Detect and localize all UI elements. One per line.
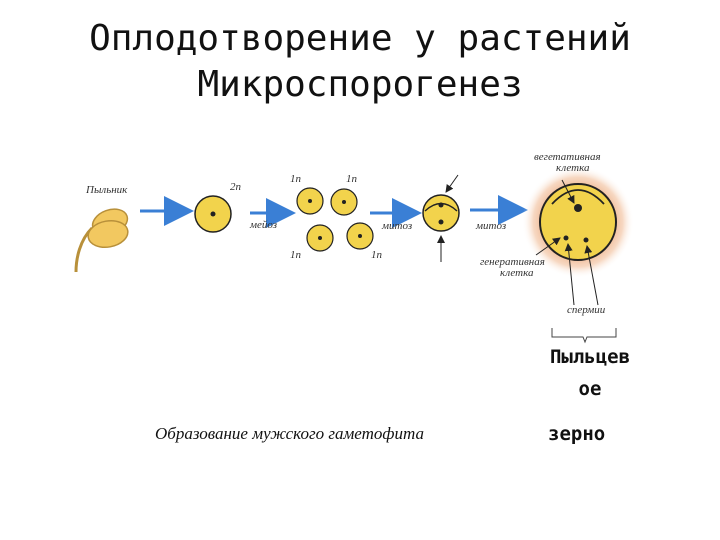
- generative-cell-label-1: генеративная: [480, 256, 545, 268]
- pollen-grain: [522, 166, 634, 306]
- dividing-microspore: [422, 174, 460, 262]
- anther-icon: [74, 208, 129, 273]
- sperm-label: спермии: [567, 304, 606, 316]
- anther-label: Пыльник: [86, 184, 128, 196]
- brace: [551, 328, 617, 344]
- haploid-label-top-left: 1n: [290, 173, 301, 185]
- diploid-cell: [194, 195, 232, 233]
- pollen-grain-word-2: ое: [578, 378, 602, 400]
- microspore-tetrad: [296, 187, 374, 252]
- vegetative-cell-label-1: вегетативная: [534, 151, 601, 163]
- haploid-label-top-right: 1n: [346, 173, 357, 185]
- diploid-label: 2n: [230, 181, 241, 193]
- title-line-1: Оплодотворение у растений: [89, 18, 631, 59]
- generative-cell-label-2: клетка: [500, 267, 534, 279]
- vegetative-cell-label-2: клетка: [556, 162, 590, 174]
- haploid-label-bottom-right: 1n: [371, 249, 382, 261]
- meiosis-label: мейоз: [250, 219, 278, 231]
- caption: Образование мужского гаметофита: [155, 424, 424, 443]
- title-line-2: Микроспорогенез: [197, 64, 523, 105]
- haploid-label-bottom-left: 1n: [290, 249, 301, 261]
- pollen-grain-word-1: Пыльцев: [549, 346, 631, 368]
- pollen-grain-word-3: зерно: [548, 423, 606, 445]
- mitosis-label-1: митоз: [382, 220, 413, 232]
- mitosis-label-2: митоз: [476, 220, 507, 232]
